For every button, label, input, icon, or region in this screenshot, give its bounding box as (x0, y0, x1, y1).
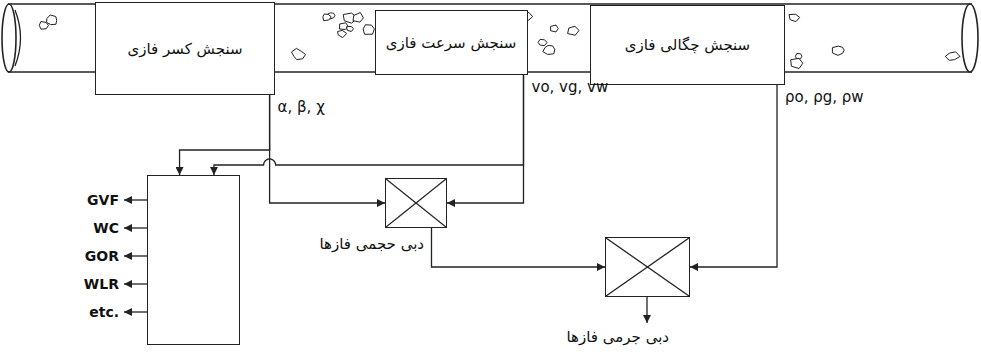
output-label: GVF (87, 192, 119, 208)
particle (39, 21, 48, 29)
particle (291, 48, 305, 59)
particle (568, 26, 580, 35)
particle (791, 58, 803, 68)
output-arrow (124, 311, 147, 312)
output-label: WC (93, 220, 119, 236)
output-arrow (124, 255, 147, 256)
computation-box: GVFWCGORWLRetc. (147, 175, 240, 345)
output-label: etc. (89, 304, 119, 320)
particle (945, 52, 960, 61)
particle (363, 25, 374, 35)
signal-line (690, 85, 777, 267)
signal-label: α, β, χ (278, 98, 325, 116)
output-label: GOR (85, 248, 119, 264)
measure-box: سنجش چگالی فازی (590, 5, 785, 85)
flow-label: دبی جرمی فازها (567, 328, 669, 346)
signal-line (432, 228, 606, 267)
signal-line (270, 95, 385, 203)
output-arrow (124, 283, 147, 284)
output-arrow (124, 199, 147, 200)
multiply-symbol (386, 179, 446, 227)
box-title: سنجش چگالی فازی (625, 36, 750, 54)
output-arrow (646, 297, 647, 323)
pipe-end (2, 4, 16, 72)
box-title: سنجش سرعت فازی (386, 34, 517, 52)
output-label: WLR (84, 276, 119, 292)
measure-box: سنجش سرعت فازی (375, 10, 528, 75)
signal-line (447, 75, 524, 203)
particle (353, 12, 363, 22)
particle (551, 25, 559, 32)
flow-label: دبی حجمی فازها (320, 235, 425, 253)
particle (832, 46, 844, 55)
signal-label: vo, vg, vw (532, 78, 609, 96)
particle (789, 14, 800, 21)
particle (538, 39, 547, 45)
output-arrow (124, 227, 147, 228)
multiplier-box: دبی جرمی فازها (605, 237, 690, 297)
box-title: سنجش کسر فازی (128, 40, 243, 58)
multiply-symbol (606, 238, 689, 296)
particle (338, 30, 347, 37)
particle (323, 14, 331, 21)
pipe-end (15, 10, 21, 66)
measure-box: سنجش کسر فازی (95, 2, 275, 95)
signal-line (180, 95, 270, 175)
pipe-end (962, 4, 978, 72)
multiplier-box: دبی حجمی فازها (385, 178, 447, 228)
signal-label: ρo, ρg, ρw (785, 88, 864, 106)
particle (47, 15, 57, 25)
particle (347, 26, 354, 31)
particle (543, 46, 555, 55)
